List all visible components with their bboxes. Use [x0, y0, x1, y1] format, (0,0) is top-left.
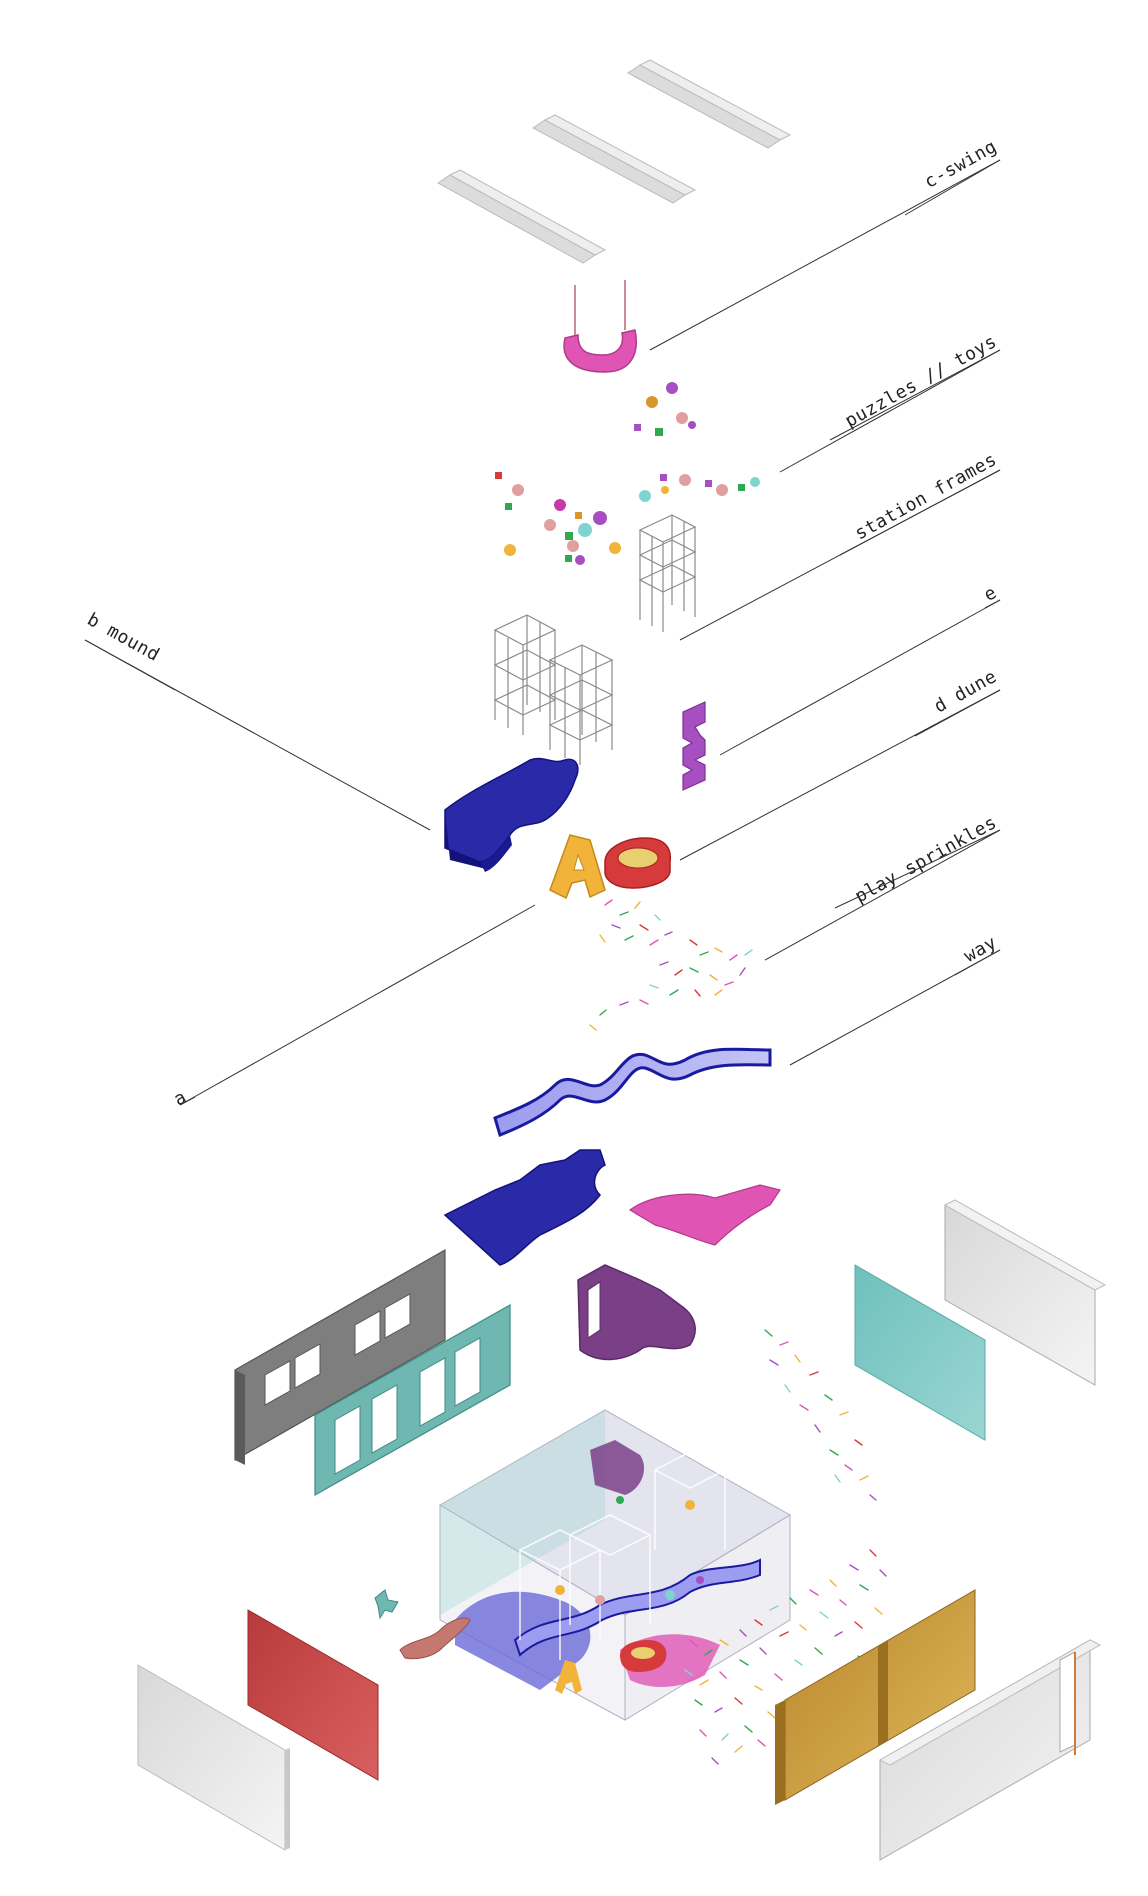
label-puzzles-toys: puzzles // toys [842, 331, 1001, 432]
floor-blue-piece [445, 1150, 605, 1265]
way-ribbon [495, 1049, 770, 1135]
label-way: way [960, 932, 1000, 967]
label-underlines [85, 160, 1000, 1105]
sprinkles-upper [590, 900, 752, 1030]
purple-station [578, 1265, 695, 1359]
station-frame-left-b [550, 645, 612, 765]
mound [445, 759, 578, 872]
label-play-sprinkles: play sprinkles [851, 812, 1000, 907]
station-frame-left-a [495, 615, 555, 735]
station-frame-right [640, 515, 695, 632]
toys-cluster [495, 382, 760, 565]
leader-lines [85, 160, 1000, 1105]
small-teal-piece [375, 1590, 398, 1618]
dune-tub [605, 838, 670, 888]
label-a: a [170, 1087, 190, 1111]
letter-a-element [550, 835, 605, 898]
label-b-mound: b mound [84, 609, 164, 666]
letter-e-element [683, 702, 705, 790]
label-station-frames: station frames [851, 449, 1000, 544]
assembled-room [440, 1410, 790, 1720]
floor-pink-piece [630, 1185, 780, 1245]
label-d-dune: d dune [931, 666, 1001, 717]
label-c-swing: c-swing [921, 136, 1001, 193]
label-e: e [980, 582, 1000, 606]
swing [564, 280, 636, 372]
ceiling-beams [438, 60, 790, 263]
